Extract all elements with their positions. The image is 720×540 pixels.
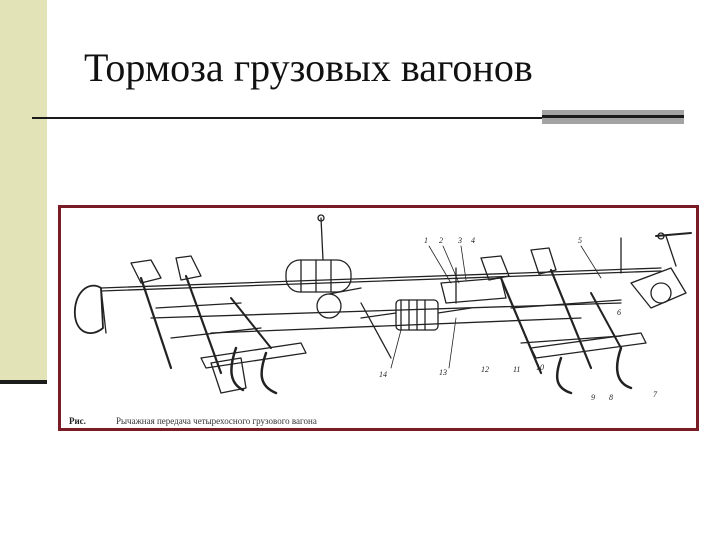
part-number-3: 3 (458, 236, 462, 245)
part-number-10: 10 (536, 363, 544, 372)
brake-rigging-drawing (74, 214, 692, 395)
title-underline-accent-line (542, 115, 684, 118)
part-number-7: 7 (653, 390, 657, 399)
slide-title: Тормоза грузовых вагонов (84, 45, 533, 90)
part-number-12: 12 (481, 365, 489, 374)
brake-rigging-figure: 1 2 3 4 5 6 7 8 9 10 11 12 13 14 Рис. Ры… (58, 205, 699, 431)
figure-caption: Рычажная передача четырехосного грузовог… (116, 416, 317, 426)
part-number-8: 8 (609, 393, 613, 402)
part-number-9: 9 (591, 393, 595, 402)
part-number-4: 4 (471, 236, 475, 245)
part-number-5: 5 (578, 236, 582, 245)
title-underline (32, 117, 542, 119)
side-band-divider (0, 380, 47, 384)
decorative-side-band (0, 0, 47, 384)
part-number-2: 2 (439, 236, 443, 245)
part-number-11: 11 (513, 365, 521, 374)
part-number-6: 6 (617, 308, 621, 317)
figure-caption-prefix: Рис. (69, 416, 86, 426)
part-number-13: 13 (439, 368, 447, 377)
part-number-14: 14 (379, 370, 387, 379)
part-number-1: 1 (424, 236, 428, 245)
